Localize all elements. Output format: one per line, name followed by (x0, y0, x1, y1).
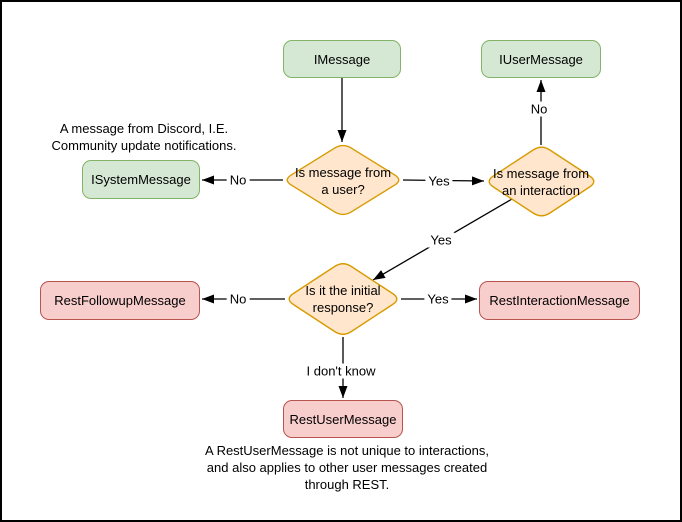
node-restfollowupmessage-label: RestFollowupMessage (54, 293, 186, 308)
edge-label-from-user-no: No (226, 172, 250, 188)
edge-label-from-interaction-yes: Yes (427, 232, 455, 248)
decision-from-interaction-shape (488, 146, 595, 217)
edge-label-initial-no: No (226, 291, 250, 307)
node-iusermessage-label: IUserMessage (499, 51, 583, 67)
node-restfollowupmessage: RestFollowupMessage (40, 281, 200, 320)
node-restusermessage: RestUserMessage (283, 400, 403, 438)
node-restinteractionmessage: RestInteractionMessage (479, 281, 640, 320)
node-imessage-label: IMessage (313, 51, 371, 67)
decision-initial-response-shape (288, 263, 398, 335)
edge-label-from-interaction-no: No (527, 101, 551, 117)
system-message-note: A message from Discord, I.E. Community u… (51, 121, 237, 153)
edge-label-initial-yes: Yes (424, 291, 452, 307)
node-restusermessage-label: RestUserMessage (289, 411, 397, 427)
decision-initial-response-label: Is it the initial response? (305, 283, 381, 315)
node-iusermessage: IUserMessage (481, 40, 601, 78)
node-imessage: IMessage (283, 40, 401, 78)
node-isystemmessage: ISystemMessage (82, 160, 200, 199)
edge-label-from-user-yes: Yes (425, 173, 453, 189)
node-restinteractionmessage-label: RestInteractionMessage (489, 293, 630, 308)
rest-user-message-note: A RestUserMessage is not unique to inter… (205, 443, 489, 492)
decision-from-user-shape (286, 144, 400, 216)
decision-from-interaction-label: Is message from an interaction (492, 166, 590, 198)
decision-from-user-label: Is message from a user? (294, 165, 392, 197)
node-isystemmessage-label: ISystemMessage (91, 172, 191, 187)
edge-label-initial-unknown: I don't know (303, 363, 379, 379)
